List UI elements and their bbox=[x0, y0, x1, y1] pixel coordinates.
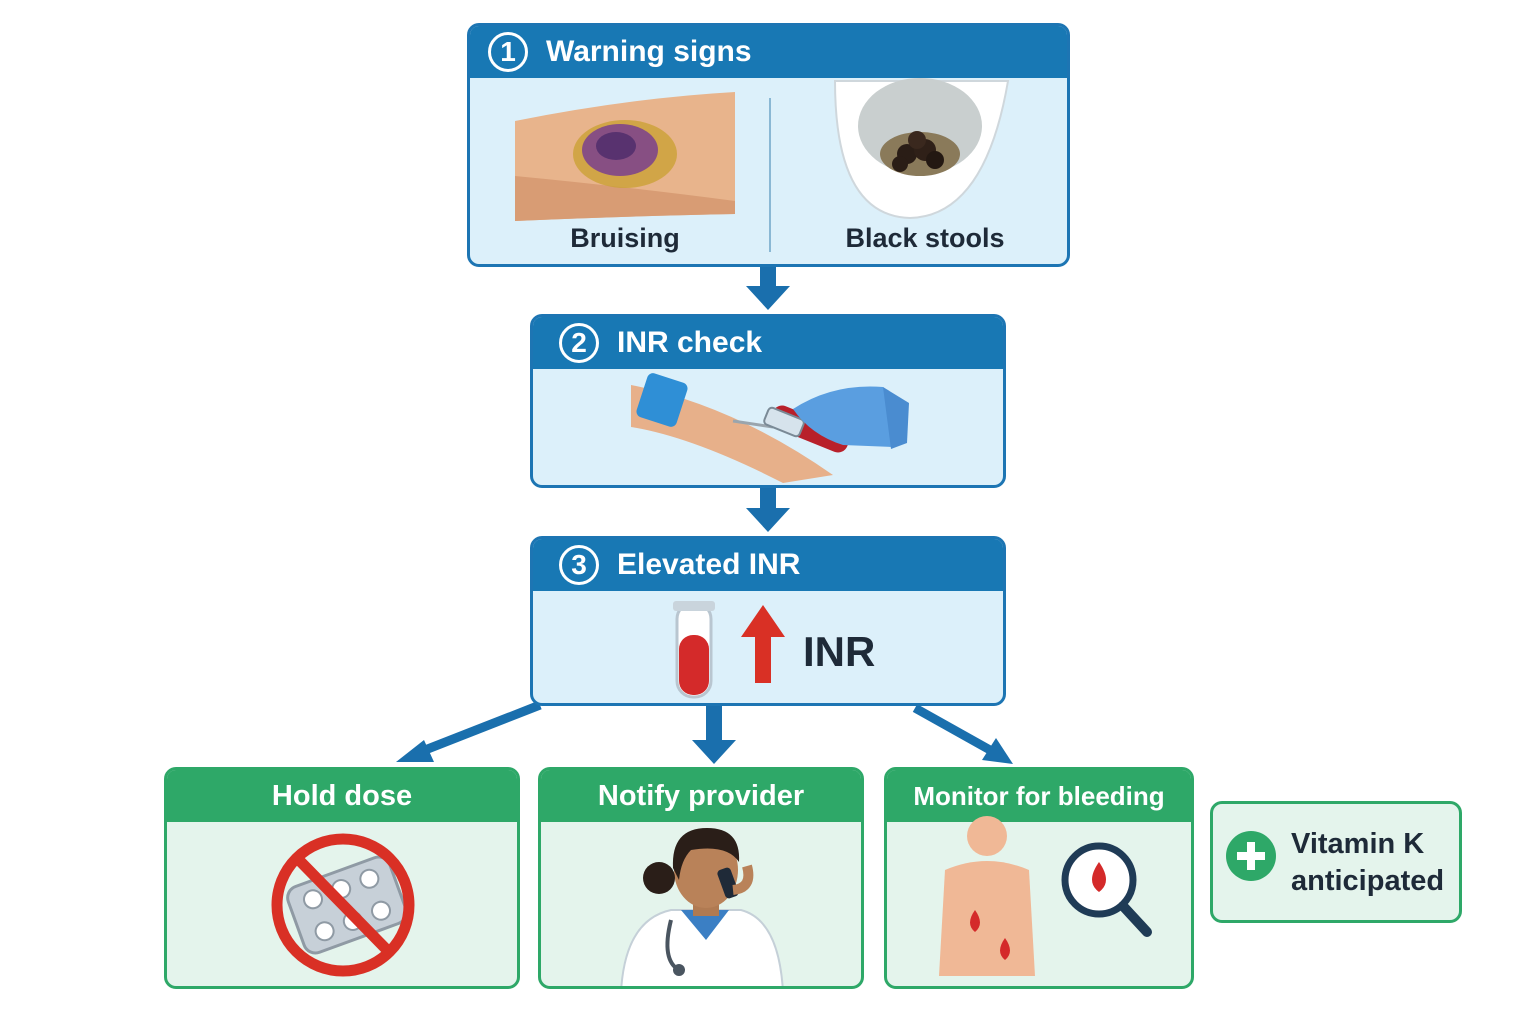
monitor-bleeding-illustration bbox=[939, 816, 1152, 976]
action-title: Monitor for bleeding bbox=[913, 780, 1165, 811]
test-tube-icon bbox=[673, 601, 715, 699]
step-header: 3 Elevated INR bbox=[533, 539, 1003, 591]
action-header: Hold dose bbox=[167, 770, 517, 822]
blood-draw-illustration bbox=[631, 373, 909, 483]
vitamin-k-line1: Vitamin K bbox=[1291, 828, 1425, 860]
step-title: INR check bbox=[617, 326, 763, 359]
step-number: 1 bbox=[488, 32, 528, 72]
arrow-to-hold-dose bbox=[396, 700, 542, 762]
doctor-on-phone-icon bbox=[620, 828, 784, 986]
action-header: Notify provider bbox=[541, 770, 861, 822]
step-header: 1 Warning signs bbox=[470, 26, 1067, 78]
step-title: Elevated INR bbox=[617, 548, 801, 581]
action-notify-provider: Notify provider bbox=[538, 767, 864, 989]
step-warning-signs: 1 Warning signs Bruising Black stools bbox=[467, 23, 1070, 267]
magnifier-blood-drop-icon bbox=[1061, 842, 1152, 937]
vitamin-k-note: Vitamin K anticipated bbox=[1210, 801, 1462, 923]
vitamin-k-line2: anticipated bbox=[1291, 865, 1445, 897]
action-monitor-bleeding: Monitor for bleeding bbox=[884, 767, 1194, 989]
notify-provider-illustration bbox=[620, 828, 784, 986]
hold-dose-illustration bbox=[271, 833, 415, 977]
action-header: Monitor for bleeding bbox=[887, 770, 1191, 822]
sign-label-bruising: Bruising bbox=[570, 223, 680, 253]
vitamin-k-text: Vitamin K anticipated bbox=[1291, 826, 1444, 900]
elevated-inr-illustration bbox=[673, 601, 785, 699]
arrow-to-monitor-bleeding bbox=[912, 704, 1013, 764]
arrow-step1-to-step2 bbox=[746, 266, 790, 310]
plus-icon bbox=[1226, 831, 1276, 881]
step-header: 2 INR check bbox=[533, 317, 1003, 369]
bruised-arm-icon bbox=[515, 92, 735, 221]
toilet-icon bbox=[833, 78, 1010, 220]
up-arrow-icon bbox=[741, 605, 785, 683]
step-title: Warning signs bbox=[546, 35, 752, 68]
body-torso-icon bbox=[939, 816, 1035, 976]
step-number: 2 bbox=[559, 323, 599, 363]
step-number: 3 bbox=[559, 545, 599, 585]
action-title: Hold dose bbox=[271, 779, 413, 812]
blood-draw-icon bbox=[631, 373, 909, 483]
action-hold-dose: Hold dose bbox=[164, 767, 520, 989]
no-pills-icon bbox=[271, 833, 415, 977]
arrow-step2-to-step3 bbox=[746, 488, 790, 532]
step-elevated-inr: 3 Elevated INR bbox=[530, 536, 1006, 706]
arrow-to-notify-provider bbox=[692, 706, 736, 764]
action-title: Notify provider bbox=[597, 779, 805, 812]
inr-indicator-label: INR bbox=[803, 628, 876, 675]
step-inr-check: 2 INR check bbox=[530, 314, 1006, 488]
sign-label-black-stools: Black stools bbox=[845, 223, 1005, 253]
warning-signs-illustration bbox=[515, 78, 1010, 252]
